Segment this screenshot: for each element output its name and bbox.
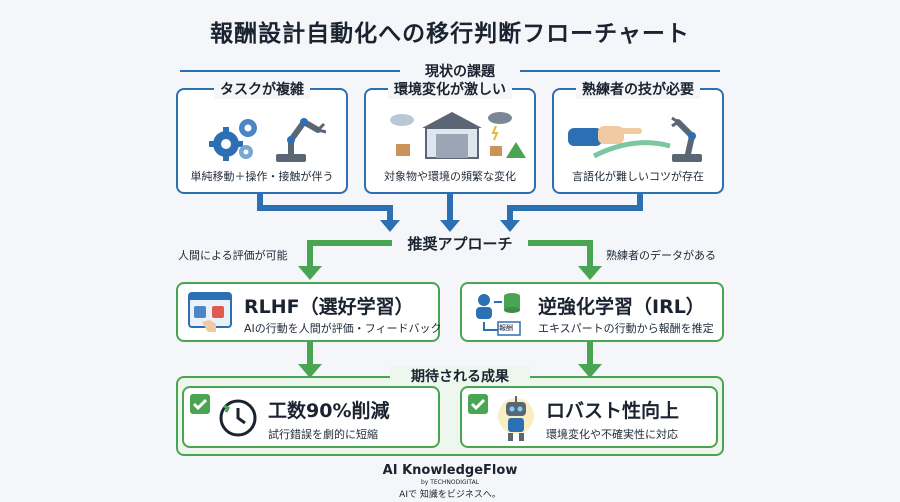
robot-arm-icon [672,119,702,162]
green-arrowhead-method-right [578,364,602,378]
result-card-effort-reduction: 工数90%削減 試行錯誤を劇的に短縮 [182,386,440,448]
issue-card-title: タスクが複雑 [214,79,310,99]
gear-icon [239,119,257,137]
green-arrowhead-method-left [298,364,322,378]
method-description: エキスパートの行動から報酬を推定 [538,322,714,335]
storm-cloud-icon [488,112,512,124]
motion-trail [592,140,671,159]
gears-robot-arm-illustration [178,106,346,164]
left-branch-condition: 人間による評価が可能 [178,249,288,262]
gear-icon [239,145,253,159]
gear-icon [209,127,243,161]
page-title: 報酬設計自動化への移行判断フローチャート [210,21,690,47]
green-arrowhead-right [578,266,602,280]
method-title: RLHF（選好学習） [244,296,414,318]
footer-tagline: AIで 知識をビジネスへ。 [399,490,501,500]
issue-card-complex-task: タスクが複雑 単純移動＋操作・接触が伴う [176,79,348,194]
green-branch-right [508,240,593,268]
blue-arrow-right [507,190,643,222]
method-card-irl: 報酬 逆強化学習（IRL） エキスパートの行動から報酬を推定 [460,282,724,342]
right-branch-condition: 熟練者のデータがある [606,249,716,262]
footer-logo: AI KnowledgeFlow [382,463,518,478]
method-title: 逆強化学習（IRL） [538,296,705,318]
blue-arrowhead-center [440,220,460,232]
result-title: ロバスト性向上 [546,400,680,422]
issue-card-environment-change: 環境変化が激しい 対象物や環境の頻繁な変化 [364,79,536,194]
check-icon [190,394,210,414]
pointing-hand-icon [568,126,642,146]
method-description: AIの行動を人間が評価・フィードバック [244,322,442,335]
result-card-robustness: ロバスト性向上 環境変化や不確実性に対応 [460,386,718,448]
warehouse-weather-illustration [366,106,534,164]
method-card-rlhf: RLHF（選好学習） AIの行動を人間が評価・フィードバック [176,282,442,342]
issue-card-subtitle: 言語化が難しいコツが存在 [572,170,704,183]
green-branch-left [307,240,392,268]
issue-card-subtitle: 単純移動＋操作・接触が伴う [190,170,334,183]
expert-data-icon [476,293,521,336]
issue-card-expert-skill: 熟練者の技が必要 言語化が難しいコツが存在 [552,79,724,194]
warehouse-icon [422,112,482,159]
issues-heading: 現状の課題 [400,61,520,81]
clock-icon [219,399,257,437]
footer-byline: by TECHNODIGITAL [420,479,480,486]
box-icon [490,146,502,156]
robot-arm-icon [276,118,321,162]
robot-shield-icon [498,396,534,441]
issue-card-subtitle: 対象物や環境の頻繁な変化 [384,170,516,183]
green-arrowhead-left [298,266,322,280]
blue-arrowhead-right [500,220,520,232]
recommended-heading: 推奨アプローチ [392,233,528,254]
cloud-icon [390,114,414,126]
issue-card-title: 環境変化が激しい [388,79,512,99]
result-description: 環境変化や不確実性に対応 [546,428,678,441]
box-icon [396,144,410,156]
expected-heading: 期待される成果 [390,366,530,386]
mountain-icon [506,142,526,158]
check-icon [468,394,488,414]
result-description: 試行錯誤を劇的に短縮 [268,428,378,441]
issue-card-title: 熟練者の技が必要 [576,79,700,99]
reward-icon-label: 報酬 [499,324,513,332]
blue-arrow-left [257,190,393,222]
blue-arrowhead-left [380,220,400,232]
hand-robot-illustration [554,106,722,164]
feedback-window-icon [188,292,232,332]
result-title: 工数90%削減 [268,400,390,422]
